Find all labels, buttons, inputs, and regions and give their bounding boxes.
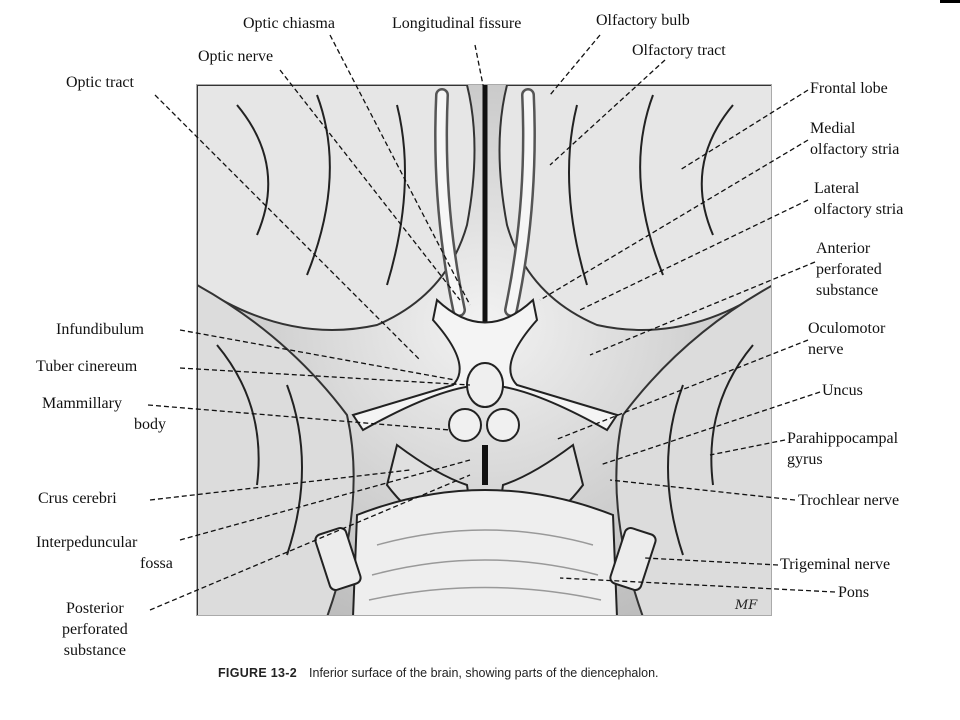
label-frontal-lobe: Frontal lobe — [810, 80, 888, 97]
corner-mark — [940, 0, 960, 3]
label-infundibulum: Infundibulum — [56, 321, 144, 338]
label-anterior-perforated-line1: Anterior — [816, 240, 871, 257]
brain-illustration — [196, 84, 772, 616]
brain-drawing — [197, 85, 771, 615]
artist-signature: MF — [735, 598, 758, 613]
label-lateral-olfactory-stria: Lateral olfactory stria — [814, 178, 903, 220]
label-trochlear-nerve: Trochlear nerve — [798, 492, 900, 509]
label-posterior-perforated-line3: substance — [63, 642, 126, 659]
figure-number: FIGURE 13-2 — [218, 666, 298, 680]
label-oculomotor-nerve: Oculomotor nerve — [808, 318, 885, 360]
label-longitudinal-fissure: Longitudinal fissure — [392, 15, 522, 32]
label-interpeduncular-fossa: Interpeduncular fossa — [36, 532, 173, 574]
label-oculomotor-line2: nerve — [808, 341, 844, 358]
label-parahippocampal-line1: Parahippocampal — [787, 430, 899, 447]
label-mammillary-line1: Mammillary — [42, 395, 122, 412]
label-mammillary-body: Mammillary body — [42, 393, 166, 435]
label-oculomotor-line1: Oculomotor — [808, 320, 886, 337]
label-anterior-perforated-line3: substance — [816, 282, 879, 299]
label-medial-olfactory-stria: Medial olfactory stria — [810, 118, 899, 160]
label-interpeduncular-line2: fossa — [140, 555, 173, 572]
figure-caption: FIGURE 13-2 Inferior surface of the brain… — [218, 666, 659, 680]
label-crus-cerebri: Crus cerebri — [38, 490, 117, 507]
label-interpeduncular-line1: Interpeduncular — [36, 534, 138, 551]
label-parahippocampal-line2: gyrus — [787, 451, 823, 468]
label-optic-tract: Optic tract — [66, 74, 134, 91]
label-optic-chiasma: Optic chiasma — [243, 15, 335, 32]
label-olfactory-tract: Olfactory tract — [632, 42, 726, 59]
label-posterior-perforated-line1: Posterior — [65, 600, 124, 617]
label-lateral-olfactory-stria-line1: Lateral — [814, 180, 860, 197]
label-posterior-perforated-substance: Posterior perforated substance — [62, 598, 128, 661]
label-anterior-perforated-line2: perforated — [816, 261, 882, 278]
label-optic-nerve: Optic nerve — [198, 48, 274, 65]
label-medial-olfactory-stria-line2: olfactory stria — [810, 141, 900, 158]
label-medial-olfactory-stria-line1: Medial — [810, 120, 856, 137]
label-lateral-olfactory-stria-line2: olfactory stria — [814, 201, 904, 218]
label-mammillary-line2: body — [134, 416, 166, 433]
figure-caption-text: Inferior surface of the brain, showing p… — [309, 666, 659, 680]
label-parahippocampal-gyrus: Parahippocampal gyrus — [787, 428, 898, 470]
label-pons: Pons — [838, 584, 870, 601]
label-olfactory-bulb: Olfactory bulb — [596, 12, 690, 29]
label-posterior-perforated-line2: perforated — [62, 621, 128, 638]
label-tuber-cinereum: Tuber cinereum — [36, 358, 138, 375]
label-uncus: Uncus — [822, 382, 863, 399]
label-trigeminal-nerve: Trigeminal nerve — [780, 556, 891, 573]
label-anterior-perforated-substance: Anterior perforated substance — [816, 238, 882, 301]
